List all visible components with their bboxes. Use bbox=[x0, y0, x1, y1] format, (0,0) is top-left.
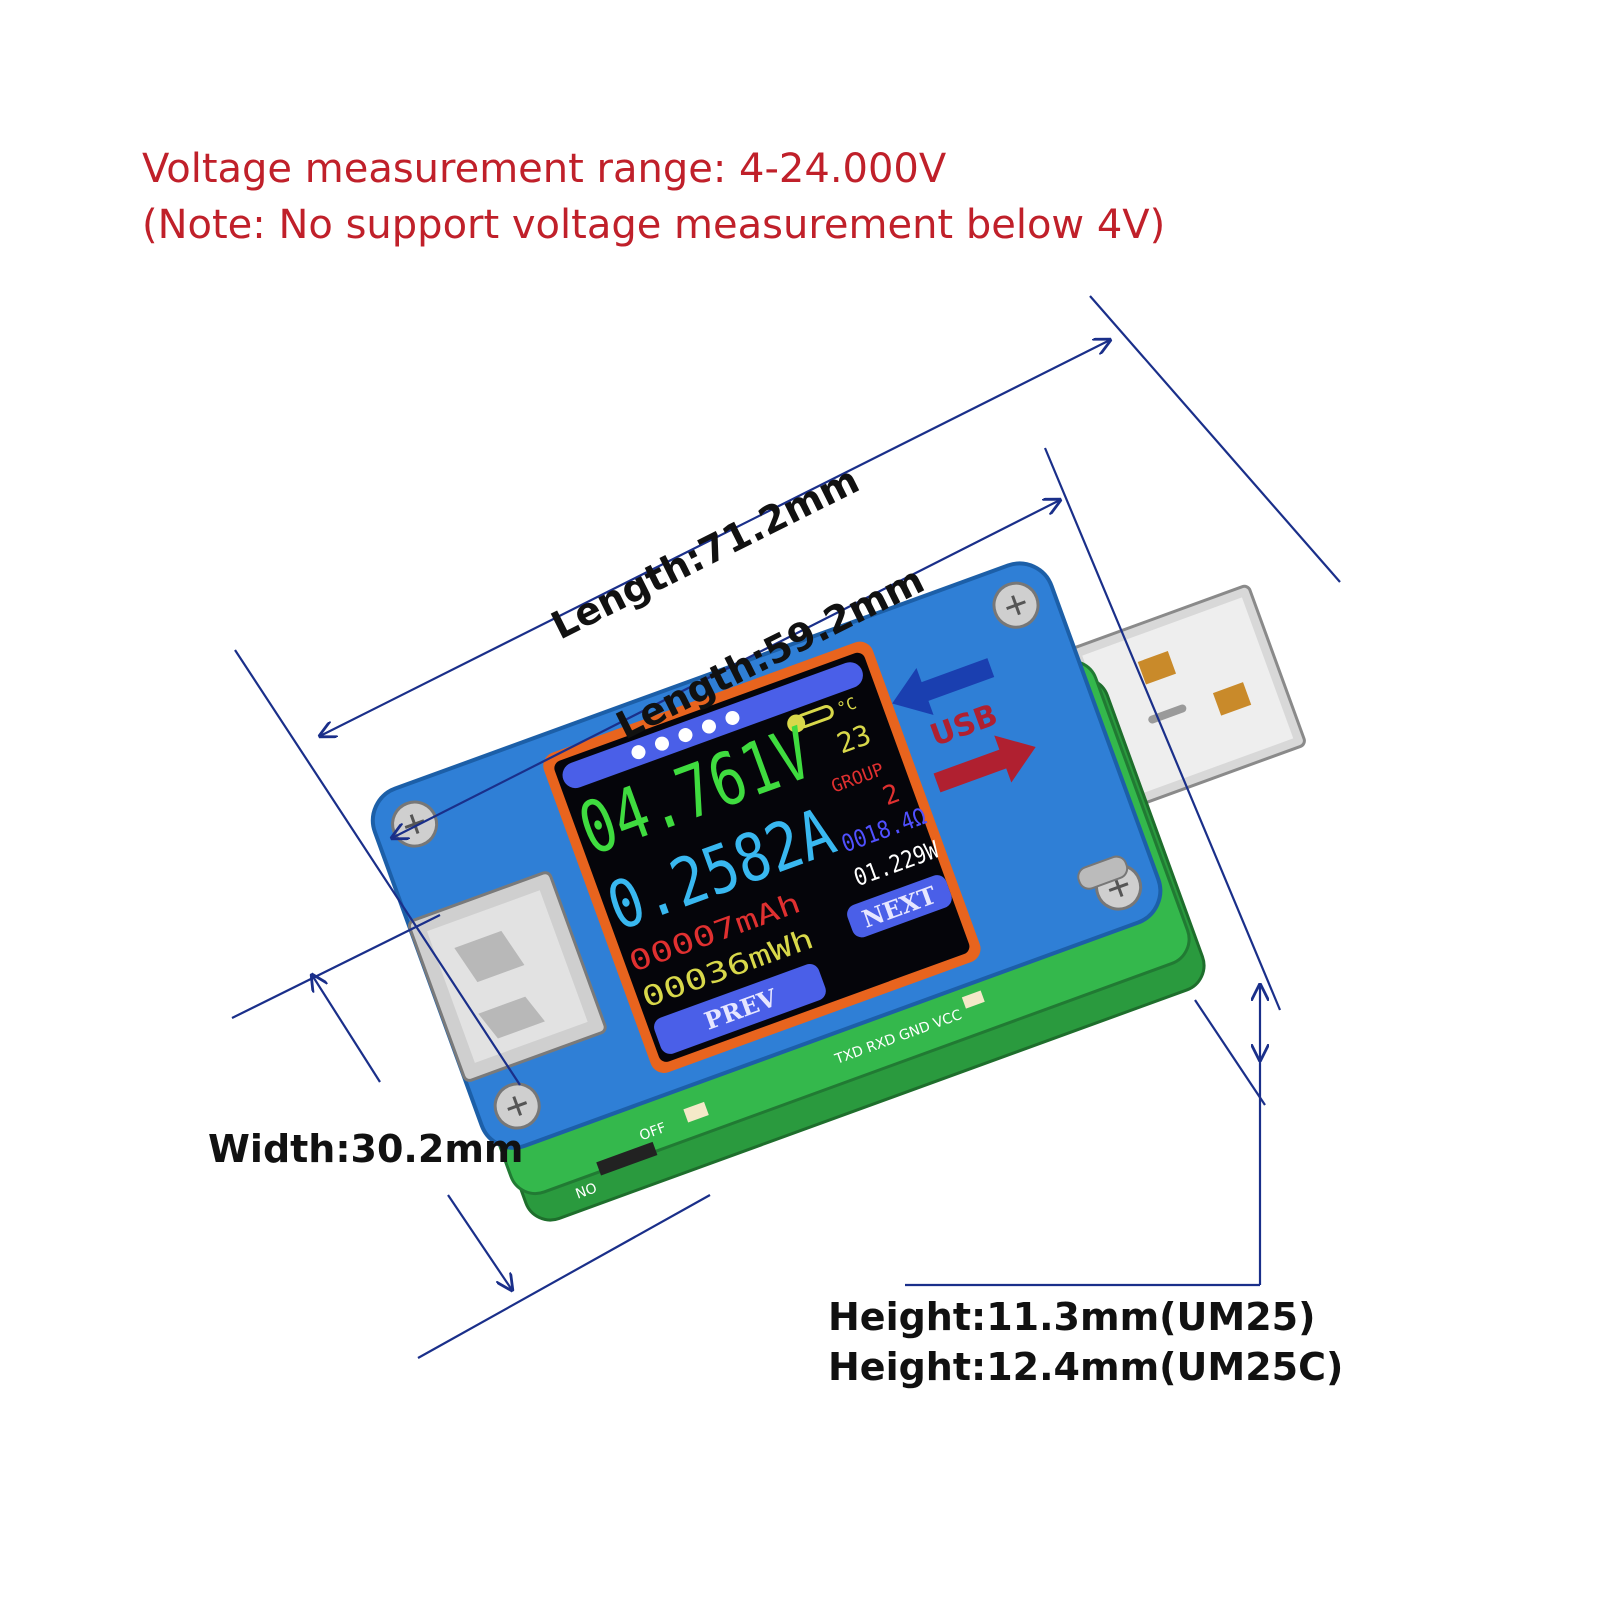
width-label: Width:30.2mm bbox=[208, 1127, 524, 1171]
slide-switch[interactable] bbox=[596, 1141, 658, 1176]
voltage-support-note: (Note: No support voltage measurement be… bbox=[142, 202, 1165, 248]
switch-on-label: NO bbox=[574, 1180, 600, 1202]
dimension-width bbox=[231, 914, 711, 1359]
screw-icon bbox=[493, 1082, 541, 1130]
dimension-height bbox=[905, 985, 1265, 1287]
height-um25c-label: Height:12.4mm(UM25C) bbox=[828, 1345, 1343, 1389]
dimension-body-length bbox=[392, 447, 1282, 1011]
pcb-button[interactable] bbox=[683, 1101, 709, 1123]
pcb-button[interactable] bbox=[961, 990, 985, 1009]
height-um25-label: Height:11.3mm(UM25) bbox=[828, 1295, 1315, 1339]
micro-usb-port bbox=[1077, 855, 1129, 890]
usb-female-port bbox=[407, 871, 607, 1082]
voltage-range-note: Voltage measurement range: 4-24.000V bbox=[142, 146, 947, 192]
